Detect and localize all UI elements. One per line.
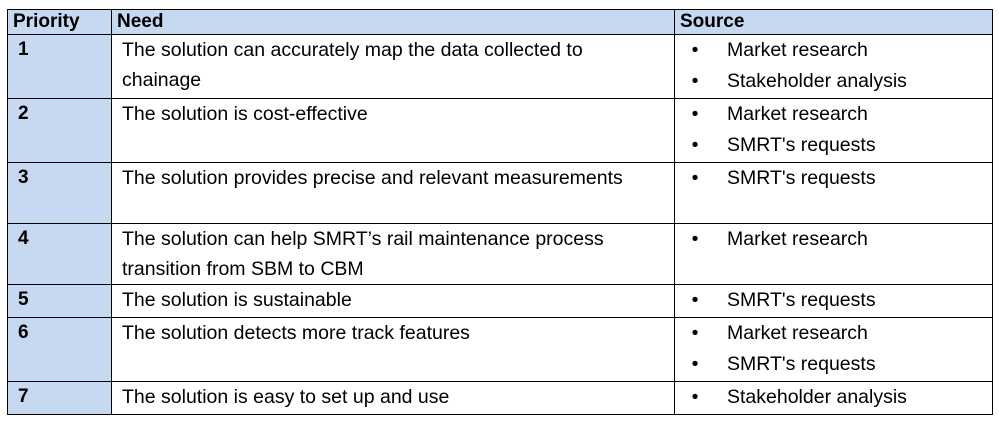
table-row: 6 The solution detects more track featur…: [7, 317, 993, 382]
source-label: Market research: [727, 103, 868, 125]
source-cell: • SMRT's requests: [674, 162, 993, 224]
need-cell: The solution is sustainable: [111, 284, 675, 318]
bullet-icon: •: [691, 322, 699, 344]
table-row: 7 The solution is easy to set up and use…: [7, 381, 993, 415]
source-list: • Market research • SMRT's requests: [685, 99, 988, 161]
source-item: • Stakeholder analysis: [685, 66, 988, 97]
need-cell: The solution is cost-effective: [111, 98, 675, 163]
source-item: • Market research: [685, 99, 988, 130]
priority-cell: 4: [7, 223, 112, 285]
source-item: • Market research: [685, 224, 988, 255]
table-row: 1 The solution can accurately map the da…: [7, 34, 993, 99]
bullet-icon: •: [691, 39, 699, 61]
source-label: Stakeholder analysis: [727, 70, 907, 92]
source-cell: • Market research • SMRT's requests: [674, 317, 993, 382]
source-item: • Market research: [685, 35, 988, 66]
bullet-icon: •: [691, 228, 699, 250]
header-row: Priority Need Source: [7, 9, 993, 35]
source-label: Stakeholder analysis: [727, 386, 907, 408]
source-item: • SMRT's requests: [685, 163, 988, 194]
source-label: Market research: [727, 39, 868, 61]
source-cell: • SMRT's requests: [674, 284, 993, 318]
source-label: Market research: [727, 228, 868, 250]
header-priority: Priority: [7, 9, 112, 35]
source-item: • SMRT's requests: [685, 130, 988, 161]
source-cell: • Stakeholder analysis: [674, 381, 993, 415]
priority-cell: 7: [7, 381, 112, 415]
source-item: • Market research: [685, 318, 988, 349]
priority-cell: 3: [7, 162, 112, 224]
bullet-icon: •: [691, 103, 699, 125]
priority-cell: 6: [7, 317, 112, 382]
table-row: 4 The solution can help SMRT’s rail main…: [7, 223, 993, 285]
source-list: • Market research • SMRT's requests: [685, 318, 988, 380]
source-list: • Market research • Stakeholder analysis: [685, 35, 988, 97]
need-cell: The solution can help SMRT’s rail mainte…: [111, 223, 675, 285]
source-label: SMRT's requests: [727, 167, 876, 189]
header-need: Need: [111, 9, 675, 35]
source-label: SMRT's requests: [727, 134, 876, 156]
priority-cell: 1: [7, 34, 112, 99]
bullet-icon: •: [691, 353, 699, 375]
source-cell: • Market research • SMRT's requests: [674, 98, 993, 163]
source-item: • Stakeholder analysis: [685, 382, 988, 413]
bullet-icon: •: [691, 167, 699, 189]
need-cell: The solution detects more track features: [111, 317, 675, 382]
source-cell: • Market research: [674, 223, 993, 285]
source-list: • SMRT's requests: [685, 285, 988, 316]
table-row: 2 The solution is cost-effective • Market…: [7, 98, 993, 163]
needs-table: Priority Need Source 1 The solution can …: [7, 9, 993, 415]
need-cell: The solution is easy to set up and use: [111, 381, 675, 415]
source-list: • SMRT's requests: [685, 163, 988, 194]
source-label: SMRT's requests: [727, 289, 876, 311]
source-label: SMRT's requests: [727, 353, 876, 375]
table-row: 5 The solution is sustainable • SMRT's re…: [7, 284, 993, 318]
bullet-icon: •: [691, 386, 699, 408]
need-cell: The solution can accurately map the data…: [111, 34, 675, 99]
bullet-icon: •: [691, 70, 699, 92]
source-item: • SMRT's requests: [685, 349, 988, 380]
source-label: Market research: [727, 322, 868, 344]
source-item: • SMRT's requests: [685, 285, 988, 316]
header-source: Source: [674, 9, 993, 35]
table-row: 3 The solution provides precise and rele…: [7, 162, 993, 224]
need-cell: The solution provides precise and releva…: [111, 162, 675, 224]
source-list: • Stakeholder analysis: [685, 382, 988, 413]
priority-cell: 5: [7, 284, 112, 318]
bullet-icon: •: [691, 134, 699, 156]
priority-cell: 2: [7, 98, 112, 163]
source-list: • Market research: [685, 224, 988, 255]
source-cell: • Market research • Stakeholder analysis: [674, 34, 993, 99]
bullet-icon: •: [691, 289, 699, 311]
